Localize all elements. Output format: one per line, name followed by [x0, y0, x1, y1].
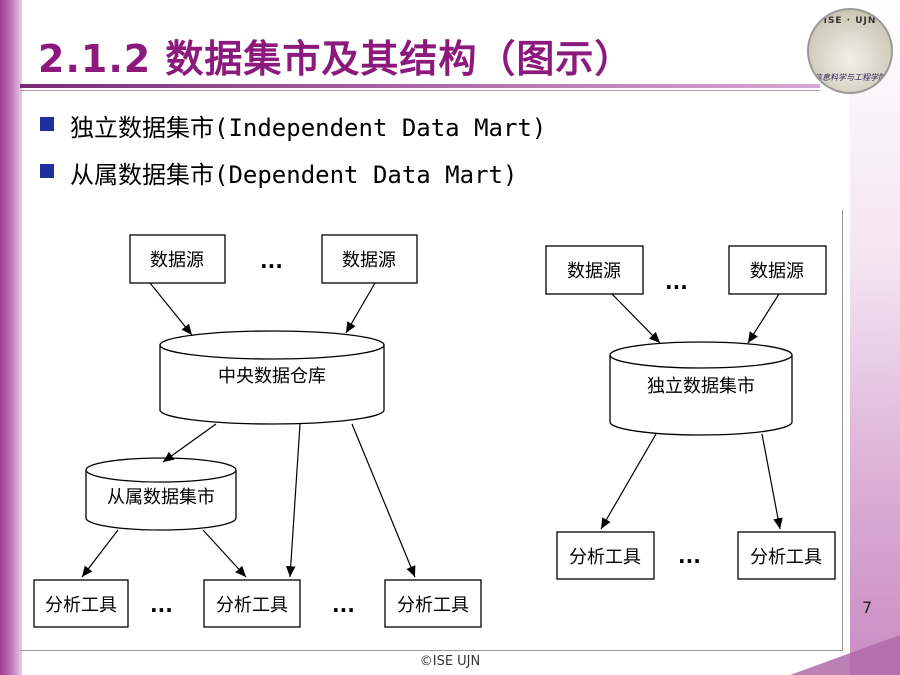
ind-source-left-label: 数据源 [567, 261, 621, 282]
school-logo: ISE · UJN 信息科学与工程学院 [807, 8, 893, 94]
dep-source-ellipsis: ... [260, 249, 283, 273]
ind-tool-2-label: 分析工具 [750, 547, 822, 568]
dep-tool-3-label: 分析工具 [397, 595, 469, 616]
ind-tool-ellipsis: ... [678, 544, 701, 568]
right-decor-band [850, 0, 900, 675]
bullet-dependent: 从属数据集市(Dependent Data Mart) [70, 161, 518, 189]
independent-mart-label: 独立数据集市 [647, 376, 755, 397]
footer-copyright: ©ISE UJN [419, 654, 481, 669]
title-underline-thin [20, 90, 820, 91]
dependent-mart-cylinder [85, 457, 237, 531]
dep-tool-2-box [203, 579, 301, 628]
central-warehouse-label: 中央数据仓库 [218, 366, 326, 387]
diagram-panel [20, 210, 843, 651]
dep-tool-3-box [384, 579, 482, 628]
bullet-square-icon [40, 164, 54, 178]
page-number: 7 [862, 598, 873, 617]
dep-tool-1-box [33, 579, 129, 628]
ind-arrows [600, 293, 783, 530]
bullet-independent: 独立数据集市(Independent Data Mart) [70, 114, 547, 142]
ind-source-ellipsis: ... [665, 270, 688, 294]
bullet-square-icon [40, 117, 54, 131]
ind-tool-2-box [737, 531, 836, 580]
dep-source-left-label: 数据源 [150, 250, 204, 271]
dep-tool-ellipsis-2: ... [332, 593, 355, 617]
ind-tool-1-box [556, 531, 655, 580]
dependent-mart-label: 从属数据集市 [107, 487, 215, 508]
dep-arrows [81, 282, 416, 578]
dep-tool-2-label: 分析工具 [216, 595, 288, 616]
ind-source-right-label: 数据源 [750, 261, 804, 282]
ind-source-left-box [545, 245, 644, 295]
central-warehouse-cylinder [159, 330, 385, 425]
dep-tool-1-label: 分析工具 [45, 595, 117, 616]
dep-tool-ellipsis-1: ... [150, 593, 173, 617]
slide-title: 2.1.2 数据集市及其结构（图示） [38, 37, 634, 81]
dep-source-left-box [129, 234, 226, 284]
logo-top-text: ISE · UJN [823, 16, 877, 26]
independent-mart-cylinder [609, 341, 793, 436]
title-underline [20, 84, 820, 88]
ind-source-right-box [728, 245, 827, 295]
dep-source-right-box [321, 234, 418, 284]
dep-source-right-label: 数据源 [342, 250, 396, 271]
left-decor-band [0, 0, 22, 675]
ind-tool-1-label: 分析工具 [569, 547, 641, 568]
logo-bottom-text: 信息科学与工程学院 [814, 73, 886, 82]
